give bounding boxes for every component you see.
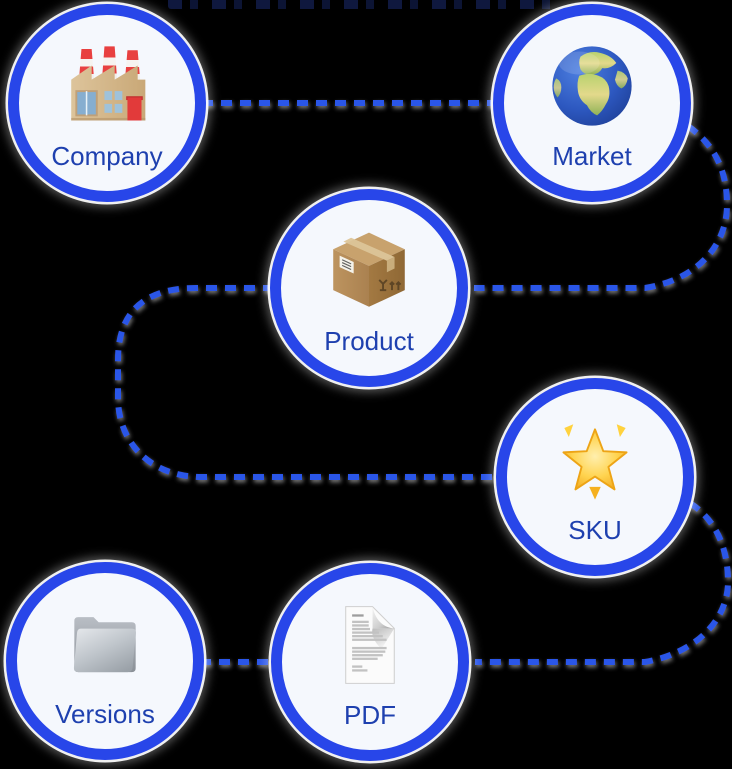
node-label: PDF <box>344 700 396 730</box>
node-label: Market <box>552 141 632 171</box>
connector-sku-pdf <box>475 500 732 665</box>
node-label: Versions <box>55 699 155 729</box>
node-pdf[interactable]: PDF <box>271 563 469 761</box>
node-product[interactable]: Product <box>270 189 468 387</box>
node-label: SKU <box>568 515 622 545</box>
glowing-star-icon <box>549 413 641 507</box>
cropped-text-fragment <box>168 0 560 9</box>
node-market[interactable]: Market <box>493 4 691 202</box>
globe-icon <box>546 39 638 133</box>
node-label: Company <box>51 141 163 171</box>
document-page-icon <box>324 598 416 692</box>
connector-market-product <box>474 123 731 291</box>
folder-icon <box>59 597 151 691</box>
factory-icon <box>61 39 153 133</box>
node-versions[interactable]: Versions <box>6 562 204 760</box>
node-company[interactable]: Company <box>8 4 206 202</box>
node-sku[interactable]: SKU <box>496 378 694 576</box>
node-label: Product <box>324 326 414 356</box>
connector-product-sku <box>115 285 500 480</box>
package-icon <box>323 224 415 318</box>
